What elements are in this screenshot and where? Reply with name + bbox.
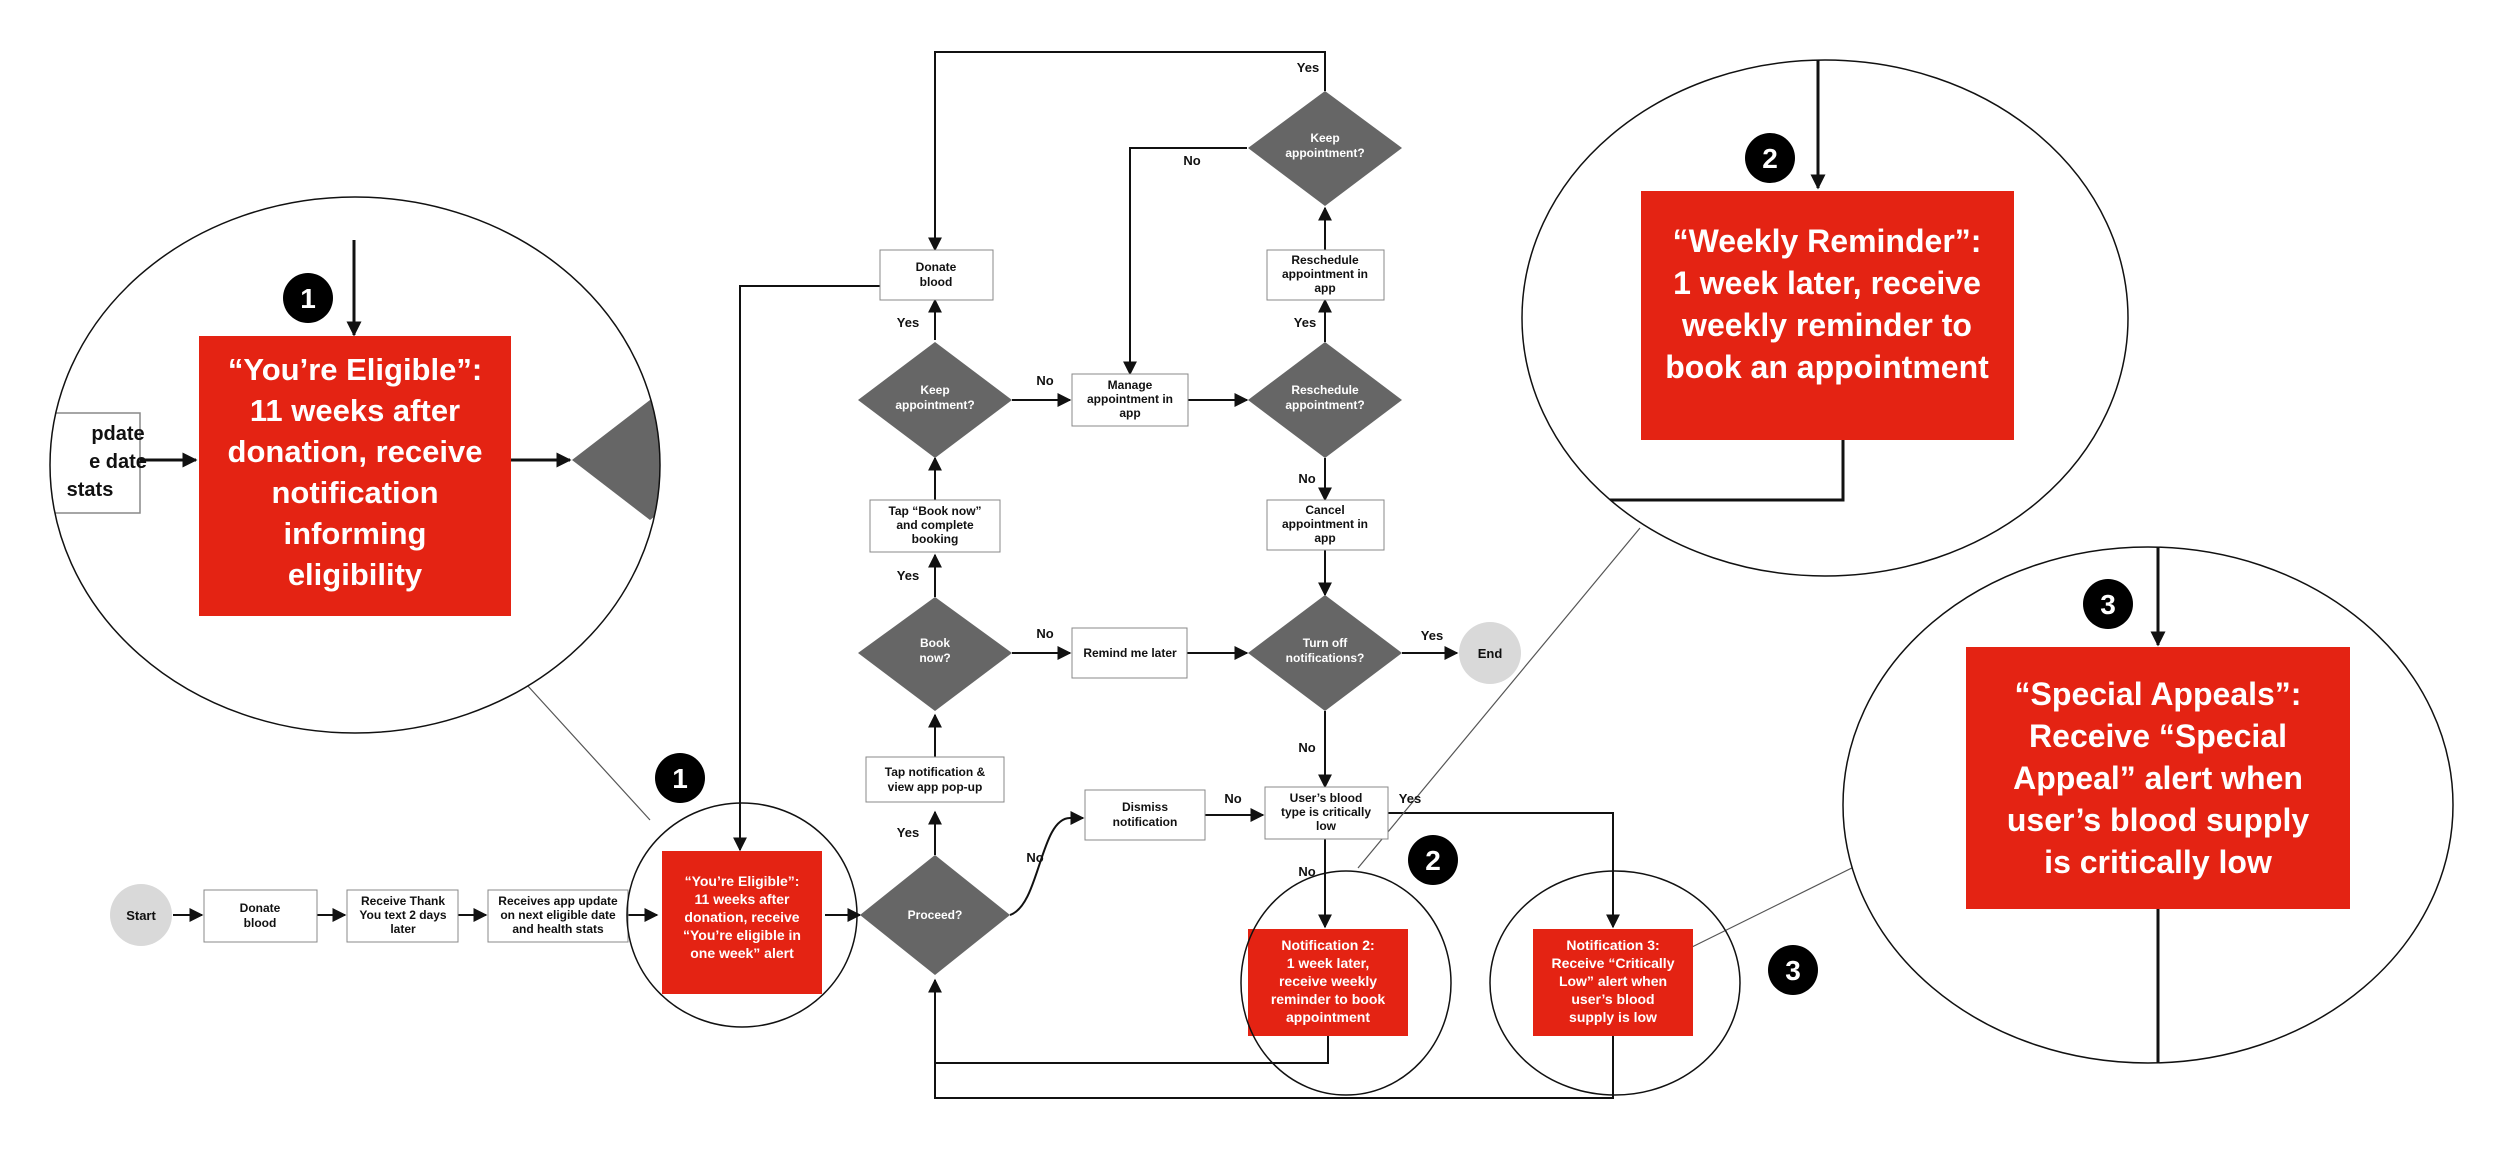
svg-text:“You’re Eligible”:11 weeks aft: “You’re Eligible”:11 weeks afterdonation… (683, 873, 801, 961)
zoom3-appeal-box (1966, 647, 2350, 909)
svg-text:Remind me later: Remind me later (1083, 646, 1177, 660)
zoom-highlight-3 (1489, 870, 1741, 1096)
edge-labels: Yes Yes Yes Yes Yes Yes Yes No No No No … (897, 60, 1443, 879)
svg-text:No: No (1224, 791, 1241, 806)
svg-text:No: No (1026, 850, 1043, 865)
svg-text:Proceed?: Proceed? (908, 908, 963, 922)
svg-text:“Special Appeals”:Receive “Spe: “Special Appeals”:Receive “SpecialAppeal… (2007, 676, 2309, 880)
svg-text:No: No (1036, 373, 1053, 388)
zoom-highlight-2 (1240, 870, 1452, 1096)
svg-text:Yes: Yes (897, 315, 919, 330)
svg-text:3: 3 (2100, 589, 2116, 620)
badge-2: 2 (1408, 835, 1458, 885)
remind-me-later-box: Remind me later (1071, 627, 1188, 679)
svg-text:No: No (1298, 740, 1315, 755)
svg-text:No: No (1183, 153, 1200, 168)
svg-text:1: 1 (300, 283, 316, 314)
svg-text:Yes: Yes (1294, 315, 1316, 330)
svg-text:“Weekly Reminder”:1 week later: “Weekly Reminder”:1 week later, receivew… (1665, 223, 1989, 385)
tap-notification-box: Tap notification &view app pop-up (865, 756, 1005, 803)
svg-text:“You’re Eligible”:11 weeks aft: “You’re Eligible”:11 weeks afterdonation… (228, 352, 483, 592)
badge-1: 1 (655, 753, 705, 803)
svg-text:Yes: Yes (1399, 791, 1421, 806)
svg-text:2: 2 (1762, 143, 1778, 174)
svg-text:1: 1 (672, 763, 688, 794)
zoom1-diamond (572, 400, 660, 520)
zoom1-eligible-box (199, 336, 511, 616)
badge-3: 3 (1768, 945, 1818, 995)
svg-text:Tap notification &view app pop: Tap notification &view app pop-up (885, 765, 986, 794)
zoom-connectors (526, 527, 1873, 949)
svg-text:No: No (1298, 864, 1315, 879)
svg-text:No: No (1036, 626, 1053, 641)
zoom1-partial-box (50, 412, 141, 514)
svg-text:End: End (1478, 646, 1503, 661)
svg-text:2: 2 (1425, 845, 1441, 876)
start-node: Start (110, 884, 172, 946)
svg-text:Notification 2:1 week later,re: Notification 2:1 week later,receive week… (1271, 937, 1386, 1025)
svg-text:Yes: Yes (897, 825, 919, 840)
svg-text:Yes: Yes (1297, 60, 1319, 75)
svg-text:No: No (1298, 471, 1315, 486)
notification-2-box: Notification 2:1 week later,receive week… (1248, 929, 1408, 1036)
connectors (173, 51, 1620, 1099)
zoom-highlight-1 (626, 802, 858, 1028)
svg-text:Yes: Yes (1421, 628, 1443, 643)
svg-text:Start: Start (126, 908, 156, 923)
zoom2-reminder-box (1641, 191, 2014, 440)
svg-text:Yes: Yes (897, 568, 919, 583)
svg-text:3: 3 (1785, 955, 1801, 986)
end-node: End (1459, 622, 1521, 684)
proceed-diamond: Proceed? (860, 855, 1010, 975)
